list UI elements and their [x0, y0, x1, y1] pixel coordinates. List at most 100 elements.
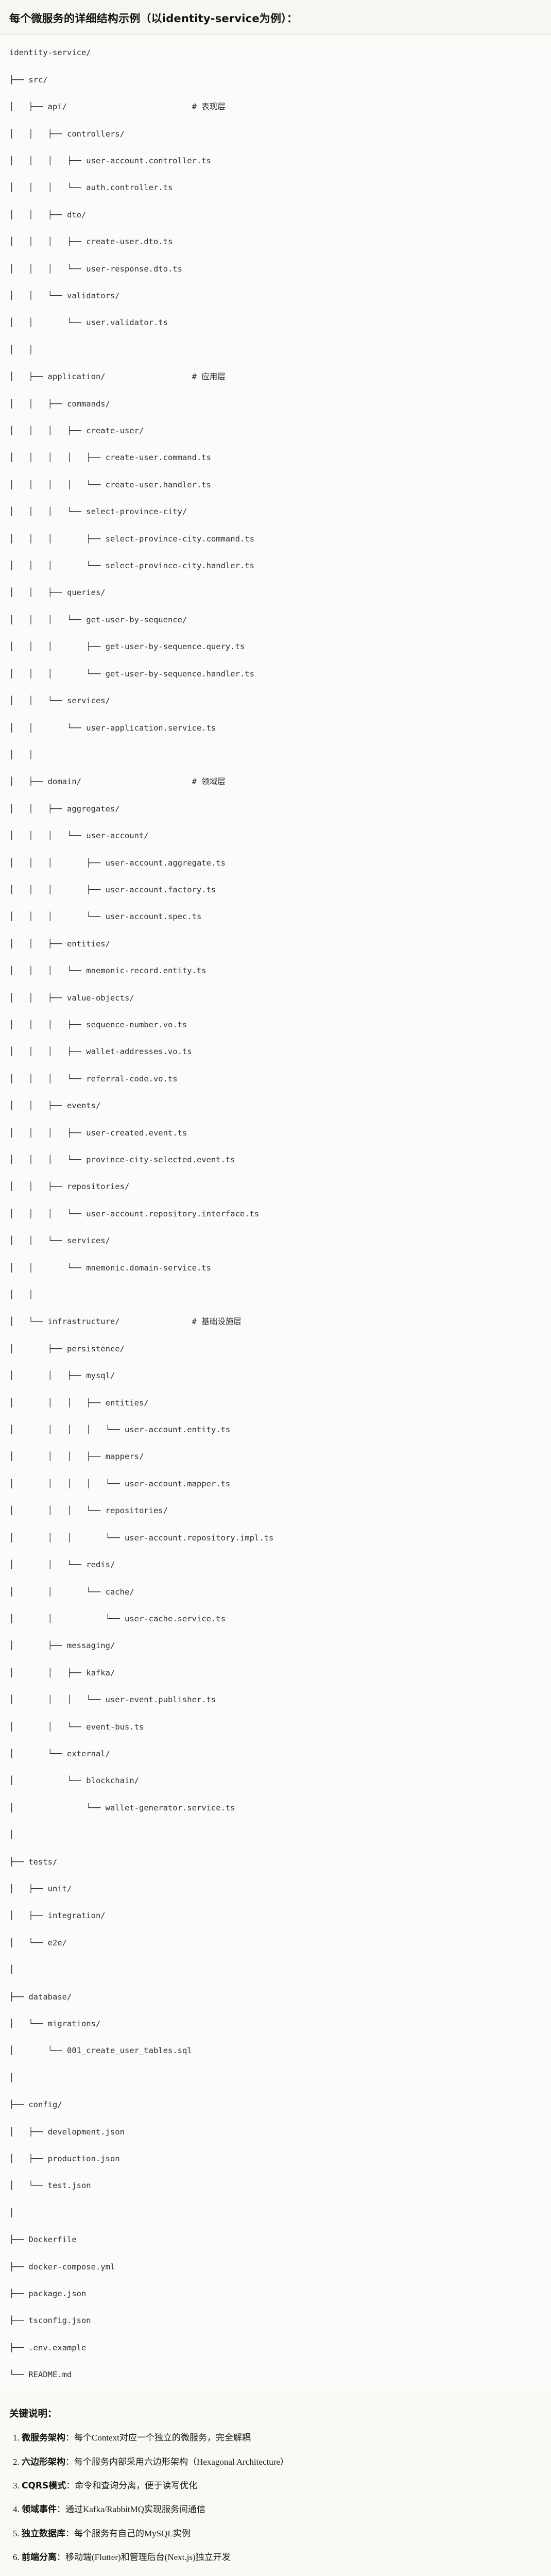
- tree-line: │ │ ├── queries/: [9, 588, 106, 598]
- tree-line: │ │ └── redis/: [9, 1560, 115, 1570]
- tree-line: ├── .env.example: [9, 2343, 87, 2352]
- tree-line: │ │ └── services/: [9, 1236, 110, 1246]
- tree-line: │ │ │ ├── sequence-number.vo.ts: [9, 1020, 187, 1029]
- tree-line: │: [9, 2208, 14, 2217]
- key-notes-section: 关键说明： 微服务架构：每个Context对应一个独立的微服务，完全解耦六边形架…: [0, 2395, 551, 2576]
- tree-line: │ │ ├── commands/: [9, 399, 110, 409]
- key-note-description: ：通过Kafka/RabbitMQ实现服务间通信: [57, 2504, 205, 2515]
- tree-line: ├── config/: [9, 2100, 62, 2110]
- tree-line: │ │ │ └── referral-code.vo.ts: [9, 1074, 178, 1083]
- tree-line: │ │ ├── dto/: [9, 210, 87, 219]
- key-note-item: 领域事件：通过Kafka/RabbitMQ实现服务间通信: [22, 2503, 542, 2516]
- tree-line: │ └── 001_create_user_tables.sql: [9, 2046, 192, 2056]
- tree-line: │ │: [9, 345, 33, 354]
- tree-line: │ │ ├── value-objects/: [9, 993, 134, 1003]
- tree-line: │ │ ├── entities/: [9, 939, 110, 948]
- tree-line: │ │ │ │ └── user-account.mapper.ts: [9, 1479, 231, 1488]
- directory-tree: identity-service/ ├── src/ │ ├── api/ # …: [9, 46, 542, 2381]
- tree-line: │ │ ├── kafka/: [9, 1668, 115, 1677]
- key-note-description: ：命令和查询分离，便于读写优化: [66, 2481, 198, 2491]
- tree-line: │: [9, 1830, 14, 1840]
- key-note-term: 微服务架构: [22, 2433, 65, 2444]
- tree-line: │ │ │ ├── wallet-addresses.vo.ts: [9, 1047, 192, 1057]
- key-notes-list: 微服务架构：每个Context对应一个独立的微服务，完全解耦六边形架构：每个服务…: [9, 2431, 542, 2564]
- key-note-item: 微服务架构：每个Context对应一个独立的微服务，完全解耦: [22, 2431, 542, 2445]
- tree-line: │ │ ├── repositories/: [9, 1182, 130, 1192]
- tree-line: ├── src/: [9, 75, 48, 84]
- tree-line: │ │ └── user-application.service.ts: [9, 723, 216, 733]
- tree-line: │ ├── api/ # 表现层: [9, 102, 226, 112]
- tree-line: │ │ │ └── select-province-city.handler.t…: [9, 561, 254, 571]
- key-note-item: 独立数据库：每个服务有自己的MySQL实例: [22, 2527, 542, 2540]
- tree-line: ├── package.json: [9, 2289, 87, 2299]
- tree-line: │ │ └── user-cache.service.ts: [9, 1614, 226, 1623]
- tree-line: │ │ │ └── user-account.repository.impl.t…: [9, 1533, 274, 1543]
- tree-line: │ │ │ └── user-event.publisher.ts: [9, 1695, 216, 1705]
- tree-line: │ │ └── services/: [9, 696, 110, 706]
- tree-line: └── README.md: [9, 2370, 72, 2380]
- tree-line: │ ├── production.json: [9, 2154, 120, 2164]
- tree-line: │ │ │ ├── user-account.aggregate.ts: [9, 858, 226, 868]
- document-header: 每个微服务的详细结构示例（以identity-service为例）：: [0, 0, 551, 35]
- tree-line: │ │ │ └── auth.controller.ts: [9, 183, 173, 193]
- tree-line: │ ├── domain/ # 领域层: [9, 777, 226, 787]
- page-title: 每个微服务的详细结构示例（以identity-service为例）：: [9, 12, 298, 25]
- tree-line: │ │ └── cache/: [9, 1587, 134, 1597]
- tree-line: │ │ │ │ └── user-account.entity.ts: [9, 1425, 231, 1435]
- tree-line: │ │ │ ├── user-account.controller.ts: [9, 156, 211, 165]
- key-note-description: ：每个服务有自己的MySQL实例: [65, 2528, 191, 2538]
- tree-line: │ │ │ └── user-account/: [9, 831, 149, 841]
- tree-line: │ │ │ ├── get-user-by-sequence.query.ts: [9, 642, 245, 652]
- tree-line: │ │ │ └── user-response.dto.ts: [9, 264, 182, 274]
- tree-line: │ │ │ ├── create-user.dto.ts: [9, 237, 173, 247]
- key-note-item: CQRS模式：命令和查询分离，便于读写优化: [22, 2479, 542, 2493]
- tree-line: │ │ │ └── select-province-city/: [9, 507, 187, 517]
- tree-line: │ └── infrastructure/ # 基础设施层: [9, 1317, 242, 1327]
- tree-line: │ ├── persistence/: [9, 1344, 125, 1353]
- tree-line: │ ├── development.json: [9, 2127, 125, 2137]
- tree-line: │ │ ├── aggregates/: [9, 804, 120, 814]
- tree-line: │ │ │ └── get-user-by-sequence/: [9, 615, 187, 624]
- tree-line: │ │ │ └── mnemonic-record.entity.ts: [9, 966, 206, 976]
- closing-paragraph: 这个结构可以让您的团队并行开发，每个Context可以由不同的小组负责，互不干扰…: [9, 2575, 542, 2576]
- tree-line: │ └── wallet-generator.service.ts: [9, 1803, 235, 1812]
- tree-line: │ │ │ └── get-user-by-sequence.handler.t…: [9, 669, 254, 679]
- tree-line: ├── docker-compose.yml: [9, 2262, 115, 2272]
- tree-line: │ │ │ ├── user-account.factory.ts: [9, 885, 216, 894]
- tree-line: identity-service/: [9, 48, 91, 58]
- key-notes-title: 关键说明：: [9, 2409, 57, 2420]
- tree-line: │ │ └── validators/: [9, 291, 120, 300]
- directory-tree-block: identity-service/ ├── src/ │ ├── api/ # …: [0, 35, 551, 2396]
- tree-line: │: [9, 1965, 14, 1975]
- key-note-term: 前端分离: [22, 2552, 57, 2563]
- tree-line: │ │ └── event-bus.ts: [9, 1722, 144, 1732]
- key-note-term: CQRS模式: [22, 2481, 66, 2492]
- tree-line: │ └── blockchain/: [9, 1776, 139, 1786]
- tree-line: │ │ │ └── user-account.spec.ts: [9, 912, 202, 922]
- tree-line: │ │: [9, 750, 33, 759]
- tree-line: │ │ │ └── province-city-selected.event.t…: [9, 1155, 235, 1164]
- tree-line: │ │ └── user.validator.ts: [9, 318, 168, 328]
- tree-line: │ │ │ └── repositories/: [9, 1506, 168, 1516]
- tree-line: │ └── test.json: [9, 2181, 91, 2191]
- tree-line: │ │ └── mnemonic.domain-service.ts: [9, 1263, 211, 1273]
- tree-line: │ └── external/: [9, 1749, 110, 1758]
- tree-line: │ │: [9, 1290, 33, 1300]
- key-note-term: 独立数据库: [22, 2528, 65, 2539]
- tree-line: ├── tsconfig.json: [9, 2316, 91, 2326]
- tree-line: │ ├── application/ # 应用层: [9, 372, 226, 382]
- tree-line: │ │ ├── controllers/: [9, 129, 125, 139]
- tree-line: │ │ │ └── user-account.repository.interf…: [9, 1209, 260, 1218]
- tree-line: │ │ │ ├── mappers/: [9, 1452, 144, 1462]
- tree-line: ├── database/: [9, 1992, 72, 2002]
- tree-line: │ │ │ │ └── create-user.handler.ts: [9, 480, 211, 489]
- key-note-description: ：移动端(Flutter)和管理后台(Next.js)独立开发: [57, 2552, 231, 2563]
- key-note-term: 六边形架构: [22, 2456, 65, 2467]
- tree-line: │ ├── unit/: [9, 1884, 72, 1893]
- tree-line: ├── tests/: [9, 1857, 58, 1867]
- key-note-item: 六边形架构：每个服务内部采用六边形架构（Hexagonal Architectu…: [22, 2455, 542, 2469]
- tree-line: ├── Dockerfile: [9, 2235, 77, 2245]
- tree-line: │ │ │ ├── user-created.event.ts: [9, 1128, 187, 1138]
- tree-line: │ └── e2e/: [9, 1938, 67, 1947]
